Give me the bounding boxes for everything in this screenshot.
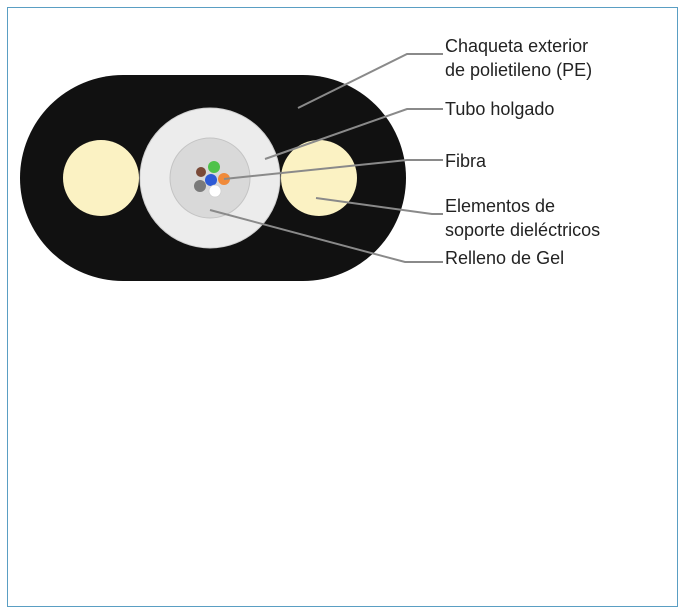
fiber-white [208,184,222,198]
label-support-line2: soporte dieléctricos [445,220,601,240]
support-element-right [281,140,357,216]
leader-line-jacket [297,53,443,109]
leader-line-fiber [223,159,443,180]
fiber-green [208,161,220,173]
support-element-left [63,140,139,216]
fiber-blue [205,174,217,186]
label-support-line1: Elementos de [445,196,556,216]
label-fiber: Fibra [445,151,487,171]
label-jacket-line1: Chaqueta exterior [445,36,589,56]
leader-line-gel [209,209,443,263]
leader-line-loose-tube [264,108,443,160]
label-jacket-line2: de polietileno (PE) [445,60,593,80]
fiber-grey [194,180,206,192]
leader-lines [209,53,443,263]
label-gel: Relleno de Gel [445,248,565,268]
fiber-brown [196,167,206,177]
label-loose-tube: Tubo holgado [445,99,555,119]
leader-line-support [315,197,443,215]
